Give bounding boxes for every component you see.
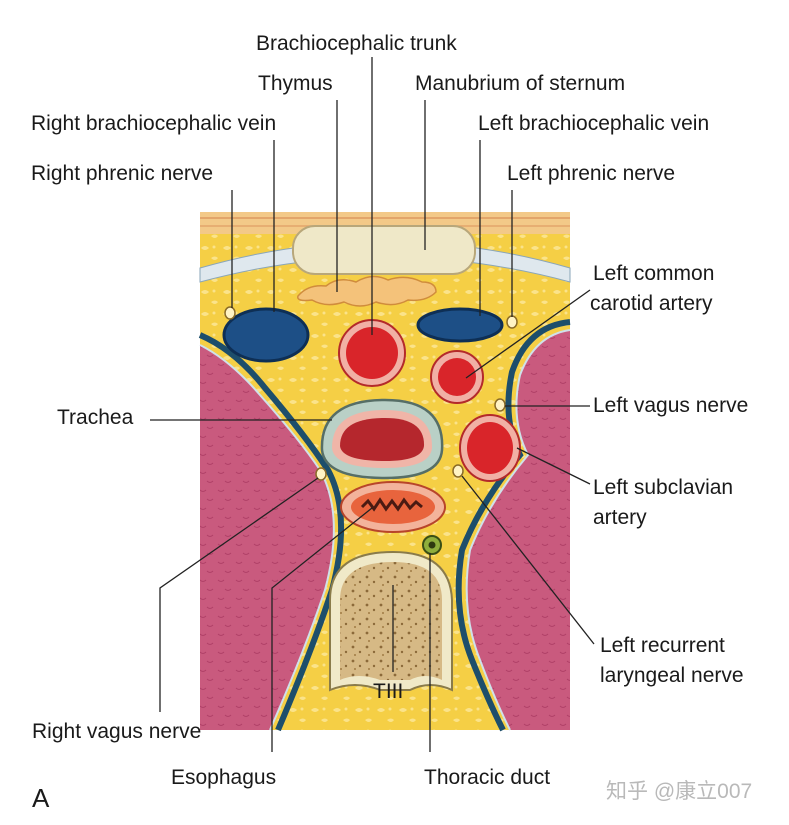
label-left-subclavian-line2: artery [593,506,647,529]
left-lung [466,330,570,730]
label-t3: TIII [373,680,404,703]
label-right-phrenic-nerve: Right phrenic nerve [31,162,214,185]
right-phrenic-nerve [224,306,236,320]
label-right-vagus-nerve: Right vagus nerve [32,720,202,743]
label-left-subclavian-line1: Left subclavian [593,476,734,499]
panel-letter: A [32,783,50,813]
left-vagus-nerve [494,398,506,412]
label-thymus: Thymus [258,72,333,95]
left-pleura [455,319,571,732]
left-recurrent-laryngeal-nerve [452,464,464,478]
label-left-vagus-nerve: Left vagus nerve [593,394,749,417]
manubrium-of-sternum [292,225,476,275]
label-esophagus: Esophagus [171,766,277,789]
label-left-brachiocephalic-vein: Left brachiocephalic vein [478,112,710,135]
label-left-recurrent-line2: laryngeal nerve [600,664,744,687]
label-left-common-carotid-line2: carotid artery [590,292,713,315]
label-left-common-carotid-line1: Left common [593,262,715,285]
left-brachiocephalic-vein [416,307,504,343]
right-pleura [198,332,345,732]
right-lung [200,345,334,730]
label-left-recurrent-line1: Left recurrent [600,634,725,657]
leader-lines [150,57,595,752]
label-left-phrenic-nerve: Left phrenic nerve [507,162,676,185]
label-trachea: Trachea [57,406,134,429]
label-right-brachiocephalic-vein: Right brachiocephalic vein [31,112,277,135]
left-phrenic-nerve [506,315,518,329]
label-brachiocephalic-trunk: Brachiocephalic trunk [256,32,457,55]
label-thoracic-duct: Thoracic duct [424,766,551,789]
label-manubrium: Manubrium of sternum [415,72,626,95]
watermark: 知乎 @康立007 [606,780,753,803]
right-brachiocephalic-vein [222,307,310,363]
thymus [297,275,437,307]
right-vagus-nerve [315,467,327,481]
